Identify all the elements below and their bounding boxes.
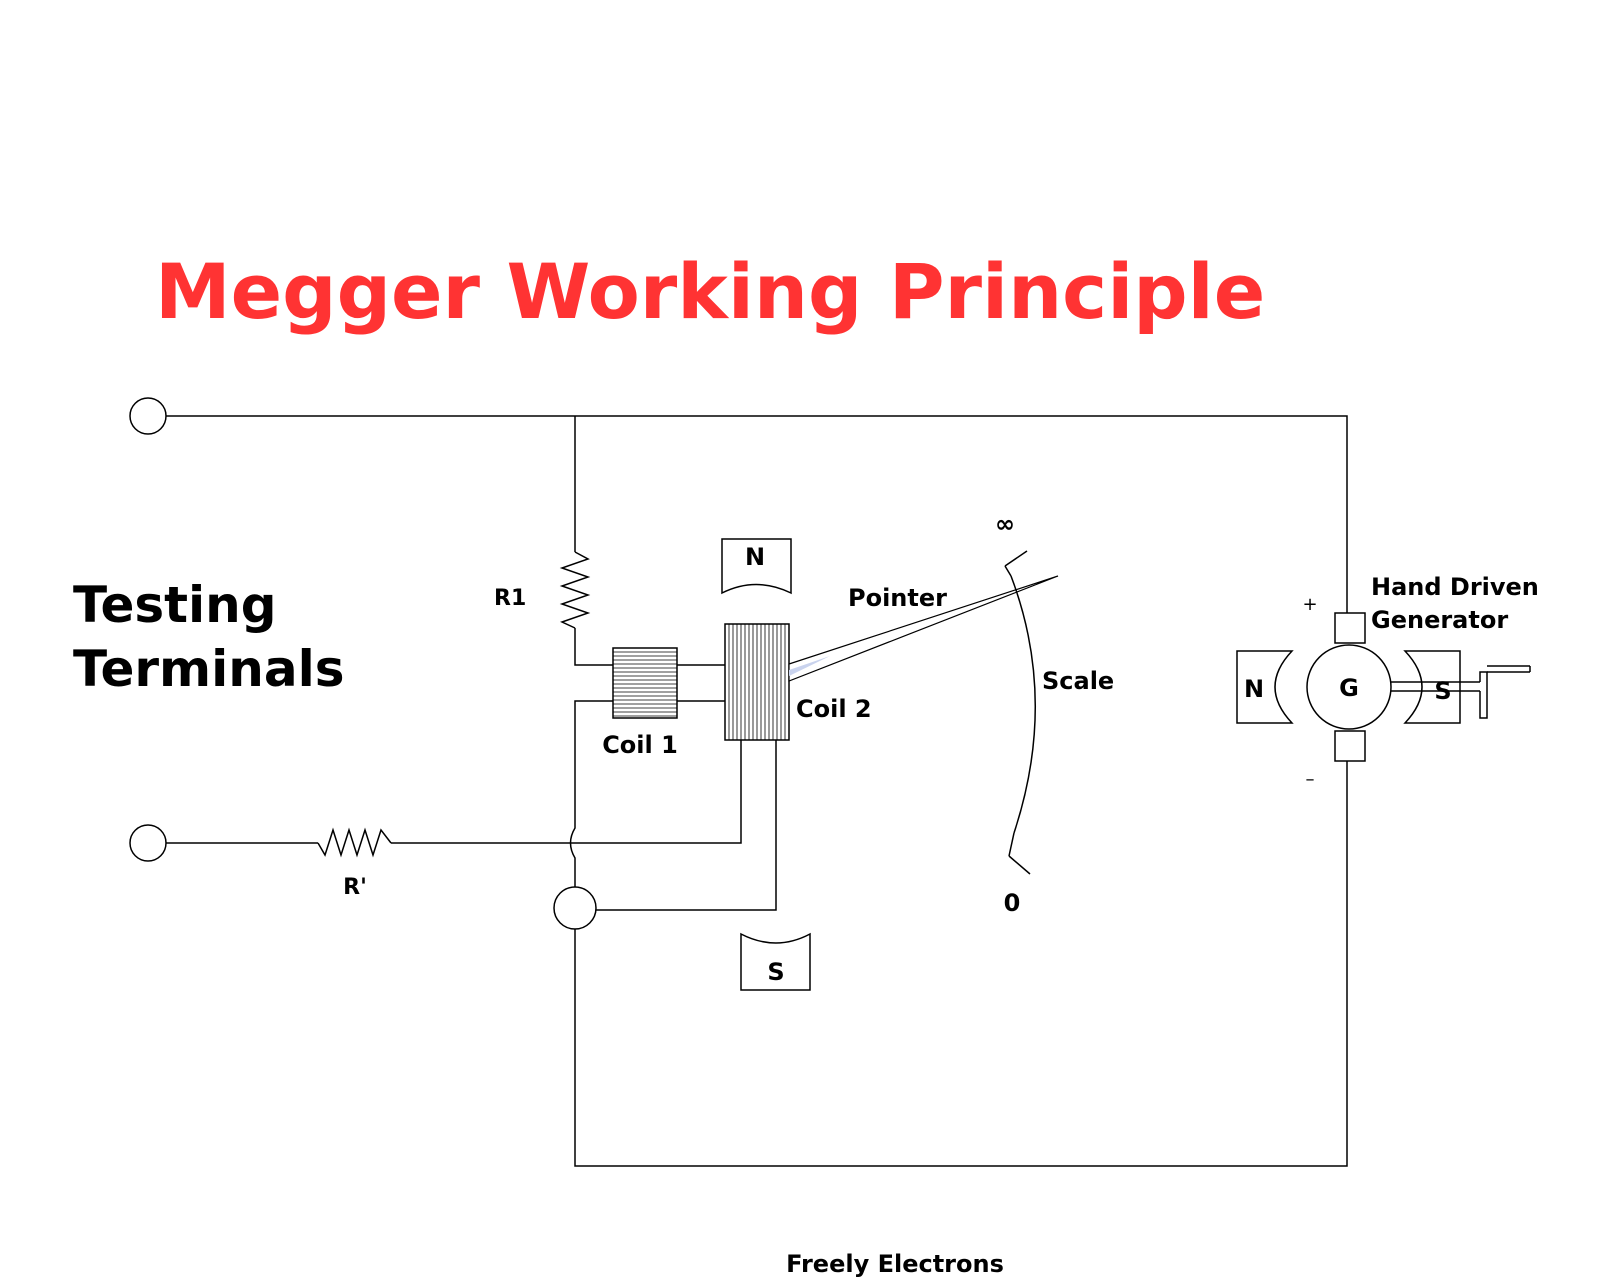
coil-1-label: Coil 1: [602, 731, 678, 759]
coil-1-windings: [613, 651, 677, 717]
r1-label: R1: [494, 586, 526, 611]
bottom-wire: [574, 761, 1348, 1167]
coil2-to-rprime-wire: [391, 740, 742, 844]
scale-infinity-mark: ∞: [995, 510, 1015, 538]
coil-2-windings: [728, 624, 786, 740]
scale-arc-bottom: [1008, 832, 1015, 857]
generator-plus-sign: +: [1302, 594, 1317, 615]
testing-terminal-1: [129, 397, 167, 435]
generator-south-magnet: [1403, 650, 1461, 724]
footer-credit: Freely Electrons: [786, 1250, 1004, 1278]
magnet-south-label: S: [767, 958, 784, 986]
magnet-south-pole: [740, 932, 811, 991]
pointer-label: Pointer: [848, 584, 947, 612]
generator-brush-bottom: [1334, 730, 1366, 762]
scale-arc-top: [1004, 565, 1012, 577]
coil-1: [612, 647, 678, 719]
scale-label: Scale: [1042, 667, 1114, 695]
generator-minus-sign: –: [1306, 769, 1315, 790]
crank-lever: [1479, 671, 1488, 719]
r-prime-resistor: [317, 827, 392, 858]
hand-driven-label-line1: Hand Driven: [1371, 573, 1539, 601]
r1-to-coil1-wire: [574, 628, 613, 666]
scale-bottom-tick: [1008, 855, 1031, 875]
generator-north-label: N: [1244, 675, 1264, 703]
generator-armature: [1306, 644, 1392, 730]
generator-south-label: S: [1434, 677, 1451, 705]
testing-terminal-2: [129, 824, 167, 862]
scale-top-tick: [1004, 550, 1028, 567]
hand-driven-label-line2: Generator: [1371, 606, 1508, 634]
testing-terminals-label-line2: Terminals: [73, 640, 345, 698]
r-prime-label: R': [343, 875, 367, 900]
coil-2-label: Coil 2: [796, 695, 872, 723]
testing-terminals-label-line1: Testing: [73, 576, 277, 634]
coil-2: [724, 623, 790, 741]
coil2-to-junction-wire: [594, 740, 777, 911]
coil-1-body: [612, 647, 678, 719]
pointer-base-shade: [789, 656, 830, 676]
generator-label: G: [1339, 674, 1359, 702]
magnet-north-label: N: [745, 543, 765, 571]
scale-zero-mark: 0: [1004, 889, 1021, 917]
r1-resistor: [559, 551, 591, 629]
magnet-north-pole: [721, 538, 792, 595]
crank-handle: [1487, 665, 1530, 673]
hand-driven-generator: G N S + –: [1236, 594, 1531, 790]
top-wire: [163, 415, 1348, 613]
generator-brush-top: [1334, 612, 1366, 644]
coil1-return-wire: [569, 700, 613, 888]
scale-arc: [1010, 575, 1037, 834]
diagram-title: Megger Working Principle: [155, 247, 1265, 336]
generator-shaft: [1391, 681, 1480, 692]
junction-node: [553, 886, 597, 930]
generator-north-magnet: [1236, 650, 1294, 724]
